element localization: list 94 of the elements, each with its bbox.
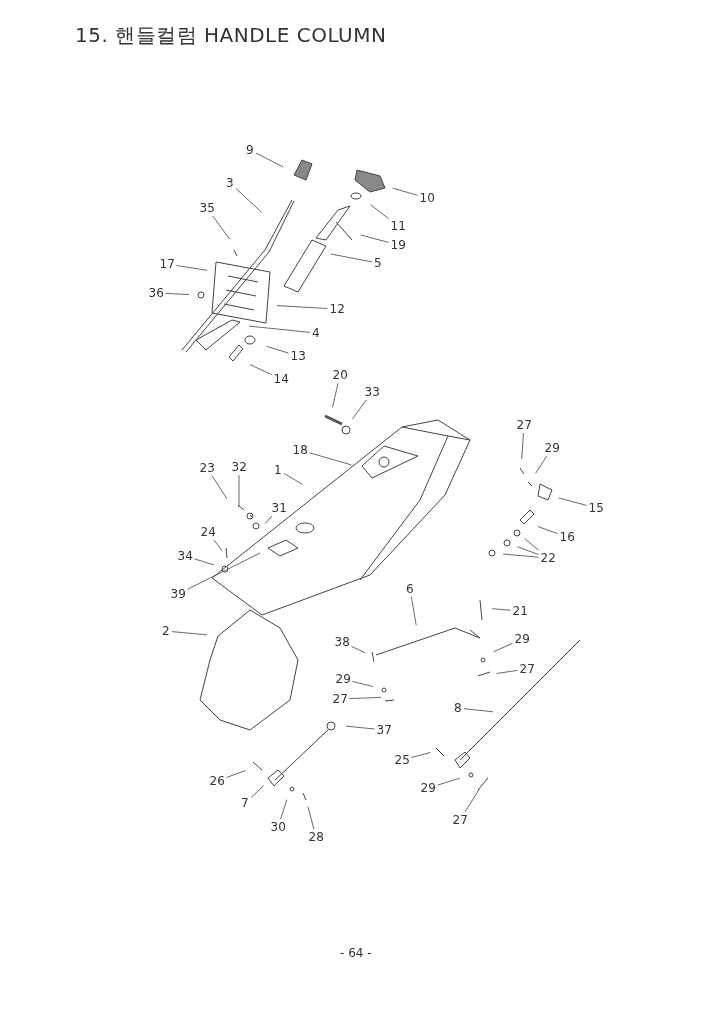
callout-number: 28 <box>308 830 324 844</box>
leader-line <box>309 452 352 466</box>
callout-number: 5 <box>374 256 382 270</box>
leader-line <box>392 187 418 196</box>
leader-line <box>351 646 366 654</box>
callout-number: 8 <box>454 701 462 715</box>
callout-number: 19 <box>390 238 406 252</box>
leader-line <box>307 806 315 830</box>
leader-line <box>349 697 382 699</box>
leader-line <box>370 204 389 219</box>
callout-number: 24 <box>200 525 216 539</box>
leader-line <box>165 293 190 295</box>
leader-line <box>255 152 284 168</box>
leader-line <box>280 799 288 820</box>
leader-line <box>360 234 389 243</box>
leader-line <box>352 681 374 687</box>
leader-line <box>171 631 208 636</box>
callout-number: 27 <box>452 813 468 827</box>
callout-number: 6 <box>406 582 414 596</box>
callout-number: 3 <box>226 176 234 190</box>
leader-line <box>496 670 518 674</box>
leader-line <box>248 325 311 333</box>
leader-line <box>235 188 263 213</box>
leader-line <box>411 752 431 758</box>
leader-line <box>493 642 513 653</box>
callout-number: 36 <box>148 286 164 300</box>
leader-line <box>266 345 289 354</box>
leader-line <box>524 538 539 551</box>
leader-line <box>352 399 367 420</box>
callout-number: 12 <box>329 302 345 316</box>
callout-number: 16 <box>559 530 575 544</box>
leader-line <box>535 455 548 474</box>
callout-number: 29 <box>420 781 436 795</box>
leader-line <box>463 708 494 713</box>
callout-number: 39 <box>170 587 186 601</box>
callout-number: 10 <box>419 191 435 205</box>
callout-number: 9 <box>246 143 254 157</box>
leader-line <box>516 546 539 555</box>
leader-line <box>521 432 524 460</box>
callout-number: 32 <box>231 460 247 474</box>
callout-number: 29 <box>514 632 530 646</box>
callout-number: 35 <box>199 201 215 215</box>
callout-number: 11 <box>390 219 406 233</box>
leader-line <box>238 474 240 508</box>
callout-number: 23 <box>199 461 215 475</box>
callout-number: 26 <box>209 774 225 788</box>
callout-number: 13 <box>290 349 306 363</box>
callout-number: 15 <box>588 501 604 515</box>
callout-number: 29 <box>335 672 351 686</box>
leader-line <box>411 596 417 626</box>
callout-number: 17 <box>159 257 175 271</box>
leader-line <box>330 253 373 263</box>
leader-line <box>345 725 375 730</box>
leader-line <box>226 770 246 778</box>
leader-line <box>332 382 339 408</box>
leader-line <box>211 475 228 500</box>
leader-line <box>212 215 230 240</box>
callout-number: 30 <box>270 820 286 834</box>
leader-line <box>502 553 539 558</box>
leader-line <box>213 539 223 552</box>
leader-line <box>437 777 460 786</box>
leader-line <box>176 265 208 271</box>
leader-line <box>264 515 273 524</box>
callout-number: 14 <box>273 372 289 386</box>
callout-number: 2 <box>162 624 170 638</box>
leader-line <box>249 364 272 375</box>
callout-number: 29 <box>544 441 560 455</box>
leader-line <box>187 552 261 590</box>
callout-number: 27 <box>332 692 348 706</box>
callout-number: 25 <box>394 753 410 767</box>
callout-number: 18 <box>292 443 308 457</box>
leader-line <box>464 788 480 813</box>
page-title: 15. 핸들컬럼 HANDLE COLUMN <box>75 22 387 49</box>
leader-line <box>537 526 558 534</box>
callout-number: 33 <box>364 385 380 399</box>
callout-number: 22 <box>540 551 556 565</box>
callout-number: 21 <box>512 604 528 618</box>
page-number: - 64 - <box>340 946 372 960</box>
callout-number: 37 <box>376 723 392 737</box>
callout-number: 1 <box>274 463 282 477</box>
leader-line <box>491 608 511 611</box>
callout-number: 34 <box>177 549 193 563</box>
leader-line <box>276 305 328 309</box>
leader-line <box>194 558 215 566</box>
leader-line <box>283 473 304 485</box>
leader-line <box>250 785 265 798</box>
leader-line <box>558 497 587 506</box>
callout-number: 31 <box>271 501 287 515</box>
callout-number: 27 <box>516 418 532 432</box>
callout-number: 4 <box>312 326 320 340</box>
callout-number: 20 <box>332 368 348 382</box>
callout-number: 38 <box>334 635 350 649</box>
callout-number: 27 <box>519 662 535 676</box>
callout-number: 7 <box>241 796 249 810</box>
